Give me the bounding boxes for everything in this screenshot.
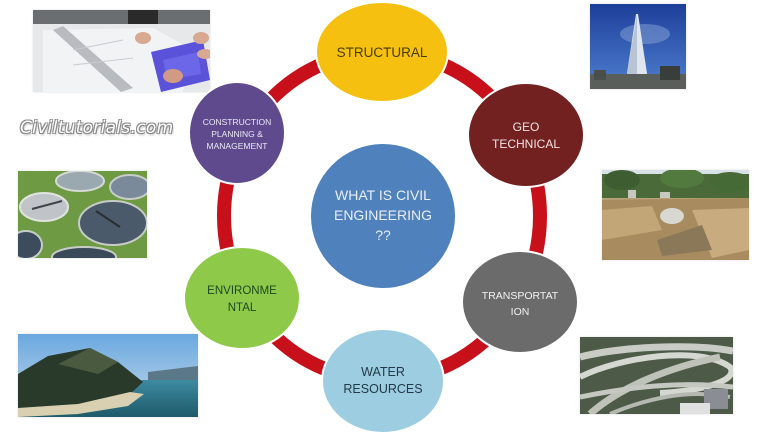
node-construction-line-3: MANAGEMENT — [207, 141, 268, 151]
node-construction-line-1: CONSTRUCTION — [203, 117, 271, 127]
excavation-image-icon — [602, 170, 749, 260]
center-line-1: WHAT IS CIVIL — [335, 187, 431, 203]
node-geotechnical-line-2: TECHNICAL — [492, 137, 560, 151]
node-transportation-line-1: TRANSPORTAT — [482, 290, 559, 302]
treatment-tanks-image-icon — [18, 171, 147, 258]
node-structural-label: STRUCTURAL — [337, 45, 428, 60]
photo-highway-interchange — [580, 337, 733, 414]
center-node: WHAT IS CIVIL ENGINEERING ?? — [309, 142, 457, 290]
node-water-line-1: WATER — [361, 365, 405, 379]
node-water-line-2: RESOURCES — [343, 382, 422, 396]
node-transportation: TRANSPORTAT ION — [461, 250, 579, 354]
photo-dam-reservoir — [18, 334, 198, 417]
node-construction-planning: CONSTRUCTION PLANNING & MANAGEMENT — [188, 81, 286, 185]
photo-tall-tower — [590, 4, 686, 89]
node-transportation-line-2: ION — [511, 306, 530, 318]
center-line-3: ?? — [375, 227, 391, 243]
node-geotechnical-line-1: GEO — [513, 120, 540, 134]
node-structural: STRUCTURAL — [315, 1, 449, 103]
tower-image-icon — [590, 4, 686, 89]
dam-image-icon — [18, 334, 198, 417]
node-environmental-line-1: ENVIRONME — [207, 285, 277, 297]
photo-blueprint-planning — [33, 10, 210, 92]
blueprint-image-icon — [33, 10, 210, 92]
highway-image-icon — [580, 337, 733, 414]
node-construction-line-2: PLANNING & — [211, 129, 263, 139]
photo-excavation-site — [602, 170, 749, 260]
node-water-resources: WATER RESOURCES — [321, 328, 445, 432]
node-geotechnical: GEO TECHNICAL — [467, 82, 585, 188]
center-line-2: ENGINEERING — [334, 207, 432, 223]
watermark-text: Civiltutorials.com — [20, 118, 174, 138]
node-environmental-line-2: NTAL — [228, 302, 257, 314]
node-environmental: ENVIRONME NTAL — [183, 246, 301, 350]
photo-water-treatment-tanks — [18, 171, 147, 258]
